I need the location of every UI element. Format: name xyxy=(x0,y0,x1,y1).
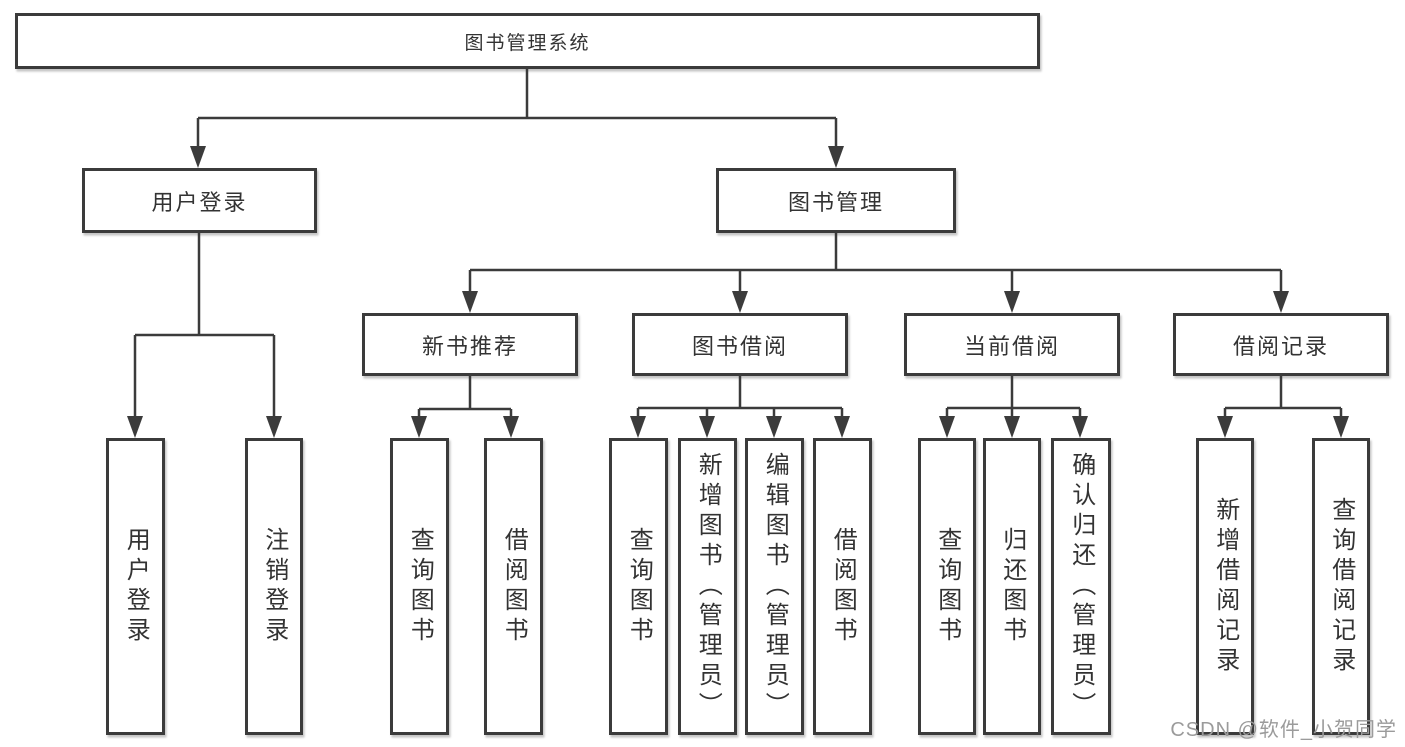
leaf-borrow-book: 借阅图书 xyxy=(813,438,872,735)
leaf-label: 注销登录 xyxy=(260,526,288,647)
leaf-query-book-borrow: 查询图书 xyxy=(609,438,668,735)
node-root-library-system: 图书管理系统 xyxy=(15,13,1040,69)
connector-book-management-to-level3 xyxy=(462,233,1289,313)
leaf-label: 查询图书 xyxy=(625,526,653,647)
leaf-label: 确认归还（管理员） xyxy=(1067,451,1095,722)
leaf-label: 编辑图书（管理员） xyxy=(761,451,789,722)
node-label: 当前借阅 xyxy=(963,333,1060,359)
node-label: 图书借阅 xyxy=(691,333,788,359)
leaf-label: 归还图书 xyxy=(998,526,1026,647)
leaf-label: 查询图书 xyxy=(933,526,961,647)
node-label: 借阅记录 xyxy=(1232,333,1329,359)
connector-root-to-level2 xyxy=(190,69,844,168)
csdn-watermark: CSDN @软件_小贺同学 xyxy=(1170,719,1397,741)
node-label: 新书推荐 xyxy=(421,333,518,359)
leaf-query-borrow-record: 查询借阅记录 xyxy=(1312,438,1370,735)
connector-borrow-record-subtree xyxy=(1217,376,1349,438)
leaf-label: 用户登录 xyxy=(122,526,150,647)
leaf-logout-login: 注销登录 xyxy=(245,438,303,735)
connector-new-book-subtree xyxy=(411,376,519,438)
leaf-return-book: 归还图书 xyxy=(983,438,1041,735)
node-user-login: 用户登录 xyxy=(82,168,317,233)
node-book-borrowing: 图书借阅 xyxy=(632,313,848,376)
leaf-user-login: 用户登录 xyxy=(106,438,165,735)
leaf-borrow-book-newbook: 借阅图书 xyxy=(484,438,543,735)
node-borrow-records: 借阅记录 xyxy=(1173,313,1389,376)
leaf-query-book-newbook: 查询图书 xyxy=(390,438,449,735)
connector-book-borrow-subtree xyxy=(630,376,850,438)
leaf-label: 新增借阅记录 xyxy=(1211,496,1239,677)
connector-user-login-subtree xyxy=(127,233,282,438)
connector-current-borrow-subtree xyxy=(939,376,1088,438)
node-label: 图书管理系统 xyxy=(464,32,591,54)
node-label: 图书管理 xyxy=(787,189,884,215)
leaf-label: 借阅图书 xyxy=(829,526,857,647)
leaf-label: 查询借阅记录 xyxy=(1327,496,1355,677)
leaf-confirm-return-admin: 确认归还（管理员） xyxy=(1051,438,1111,735)
leaf-label: 查询图书 xyxy=(406,526,434,647)
leaf-label: 借阅图书 xyxy=(500,526,528,647)
leaf-label: 新增图书（管理员） xyxy=(694,451,722,722)
node-book-management: 图书管理 xyxy=(716,168,956,233)
node-label: 用户登录 xyxy=(151,189,248,215)
leaf-add-borrow-record: 新增借阅记录 xyxy=(1196,438,1254,735)
node-current-borrowing: 当前借阅 xyxy=(904,313,1120,376)
node-new-book-recommend: 新书推荐 xyxy=(362,313,578,376)
leaf-add-book-admin: 新增图书（管理员） xyxy=(678,438,737,735)
leaf-edit-book-admin: 编辑图书（管理员） xyxy=(745,438,804,735)
leaf-query-book-current: 查询图书 xyxy=(918,438,976,735)
